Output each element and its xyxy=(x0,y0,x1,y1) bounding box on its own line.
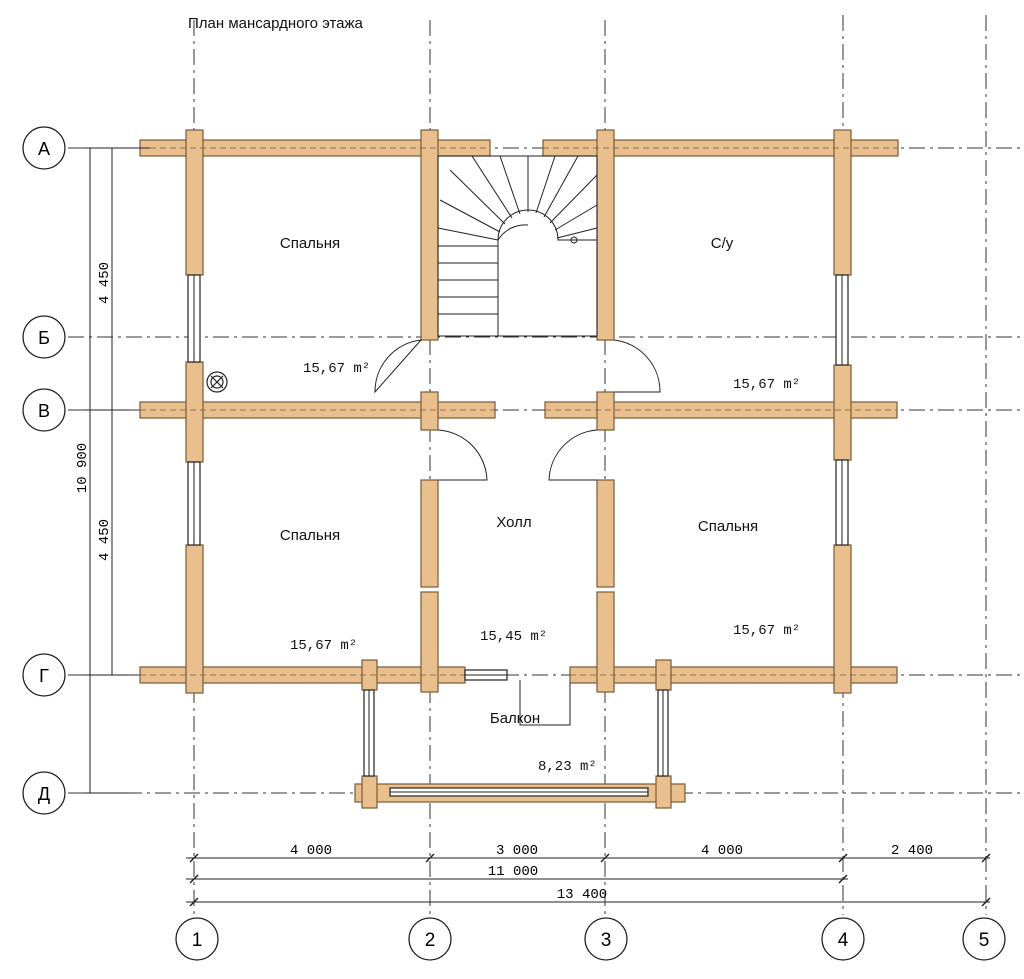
wall-1-top xyxy=(185,129,204,276)
room-area-bathroom: 15,67 m² xyxy=(733,377,800,393)
wall-3-mid xyxy=(596,391,615,431)
door-lower-left xyxy=(437,429,488,481)
col-axis-bubble-3 xyxy=(584,917,628,961)
staircase xyxy=(437,155,598,337)
col-axis-label-1: 1 xyxy=(192,930,203,951)
room-name-bedroom-nw: Спальня xyxy=(280,235,340,252)
room-area-bedroom-nw: 15,67 m² xyxy=(303,361,370,377)
dim-left-upper: 4 450 xyxy=(97,262,113,304)
col-axis-label-2: 2 xyxy=(425,930,436,951)
col-axis-bubble-2 xyxy=(408,917,452,961)
col-axis-bubble-4 xyxy=(821,917,865,961)
wall-2-lowB xyxy=(420,591,439,693)
wall-balcony-post-right-bot xyxy=(655,775,672,809)
row-axis-label-a: А xyxy=(38,139,50,159)
dim-total-1-5: 13 400 xyxy=(557,887,607,903)
row-axis-bubbles: А Б В Г Д xyxy=(22,126,66,815)
left-dimensions: 4 450 4 450 10 900 xyxy=(75,147,150,794)
wall-4-top xyxy=(833,129,852,276)
room-name-hall: Холл xyxy=(496,514,531,531)
dim-span-3-4: 4 000 xyxy=(701,843,743,859)
row-axis-bubble-b xyxy=(22,315,66,359)
row-axis-bubble-v xyxy=(22,388,66,432)
col-axis-label-5: 5 xyxy=(979,930,990,951)
dim-span-2-3: 3 000 xyxy=(496,843,538,859)
vent-symbol xyxy=(206,371,228,393)
wall-2-mid xyxy=(420,391,439,431)
row-axis-bubble-a xyxy=(22,126,66,170)
room-area-bedroom-se: 15,67 m² xyxy=(733,623,800,639)
dim-span-1-2: 4 000 xyxy=(290,843,332,859)
row-axis-label-d: Д xyxy=(38,784,50,804)
room-area-balcony: 8,23 m² xyxy=(538,759,597,775)
door-upper-left xyxy=(374,339,423,394)
wall-balcony-post-left-bot xyxy=(361,775,378,809)
bottom-dimensions: 4 000 3 000 4 000 2 400 11 000 13 400 xyxy=(186,843,991,907)
doors xyxy=(374,339,661,726)
room-labels: Спальня 15,67 m² С/у 15,67 m² Спальня 15… xyxy=(280,235,800,775)
dim-left-total: 10 900 xyxy=(75,443,91,493)
column-axis-bubbles: 1 2 3 4 5 xyxy=(175,917,1006,961)
row-axis-label-g: Г xyxy=(39,666,49,686)
row-axis-bubble-d xyxy=(22,771,66,815)
col-axis-bubble-1 xyxy=(175,917,219,961)
wall-4-bot xyxy=(833,544,852,694)
room-name-bedroom-sw: Спальня xyxy=(280,527,340,544)
wall-4-mid xyxy=(833,364,852,461)
dim-total-1-4: 11 000 xyxy=(488,864,538,880)
windows xyxy=(187,274,849,797)
row-axis-bubble-g xyxy=(22,653,66,697)
wall-centerlines xyxy=(140,147,898,676)
walls xyxy=(139,129,899,809)
row-axis-label-v: В xyxy=(38,401,50,421)
wall-3-top xyxy=(596,129,615,341)
plan-title: План мансардного этажа xyxy=(188,15,364,32)
dim-span-4-5: 2 400 xyxy=(891,843,933,859)
wall-2-top xyxy=(420,129,439,341)
col-axis-label-4: 4 xyxy=(838,930,849,951)
door-balcony xyxy=(519,680,571,726)
wall-3-lowB xyxy=(596,591,615,693)
door-lower-right xyxy=(548,429,598,481)
room-area-bedroom-sw: 15,67 m² xyxy=(290,638,357,654)
col-axis-label-3: 3 xyxy=(601,930,612,951)
room-name-bedroom-se: Спальня xyxy=(698,518,758,535)
wall-3-lowA xyxy=(596,479,615,588)
col-axis-bubble-5 xyxy=(962,917,1006,961)
door-upper-right xyxy=(613,339,661,393)
row-axis-label-b: Б xyxy=(38,328,50,348)
wall-1-mid xyxy=(185,361,204,463)
wall-2-lowA xyxy=(420,479,439,588)
room-name-bathroom: С/у xyxy=(711,235,734,252)
dim-left-lower: 4 450 xyxy=(97,519,113,561)
wall-1-bot xyxy=(185,544,204,694)
room-area-hall: 15,45 m² xyxy=(480,629,547,645)
room-name-balcony: Балкон xyxy=(490,710,540,727)
